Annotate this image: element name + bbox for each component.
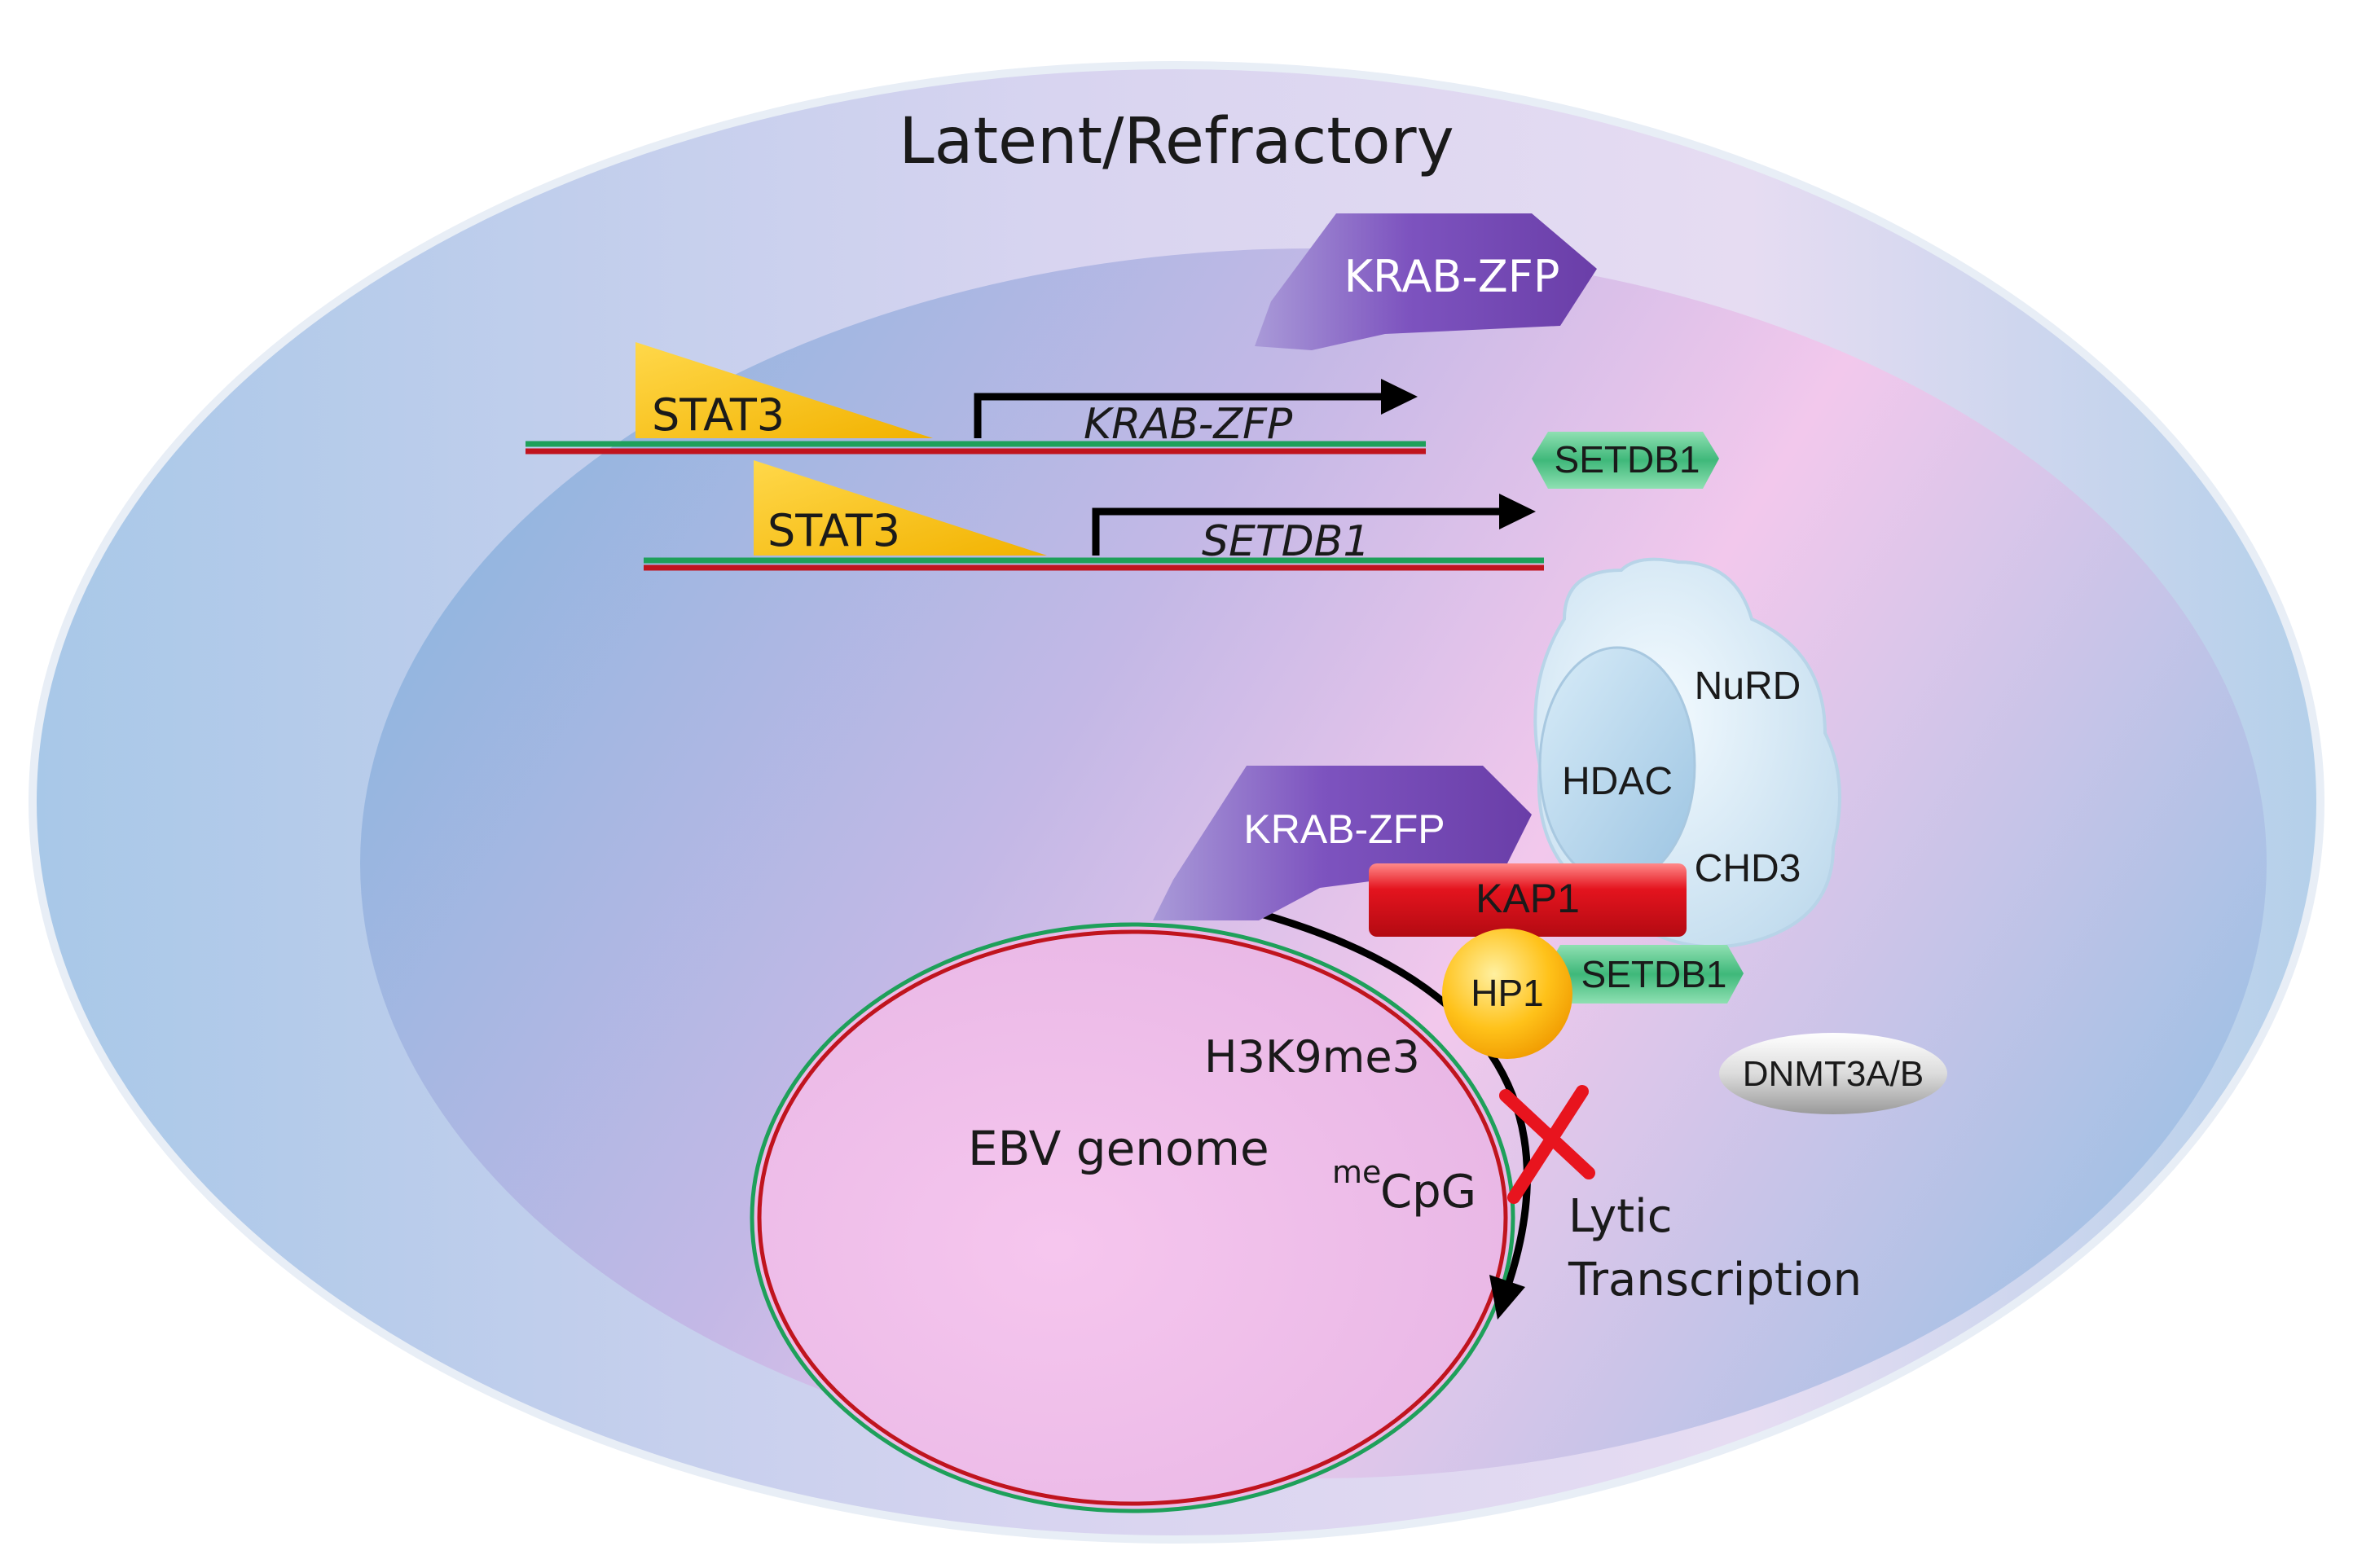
h3k9me3-label: H3K9me3: [1204, 1031, 1420, 1083]
krab-zfp-free-protein: KRAB-ZFP: [1255, 213, 1597, 350]
setdb1-bound-label: SETDB1: [1581, 953, 1727, 995]
chd3-label: CHD3: [1695, 847, 1801, 890]
krab-zfp-free-label: KRAB-ZFP: [1344, 251, 1560, 302]
lytic-label: Lytic: [1568, 1190, 1673, 1243]
transcription-label: Transcription: [1568, 1254, 1862, 1307]
transcription-arrow: [974, 393, 1385, 438]
kap1-label: KAP1: [1476, 876, 1580, 921]
stat3-triangle: [754, 460, 1047, 556]
dnmt3ab-label: DNMT3A/B: [1743, 1054, 1924, 1094]
setdb1-free-label: SETDB1: [1555, 438, 1700, 481]
kap1-protein: KAP1: [1369, 863, 1687, 937]
gene-name-krab-zfp: KRAB-ZFP: [1084, 400, 1293, 449]
setdb1-bound-protein: SETDB1: [1544, 945, 1744, 1004]
gene-setdb1: STAT3 SETDB1: [644, 460, 1544, 571]
nurd-complex: NuRD HDAC CHD3: [1533, 557, 1841, 949]
stat3-label: STAT3: [652, 389, 785, 441]
block-x-icon: [1499, 1085, 1595, 1204]
nurd-label: NuRD: [1695, 665, 1801, 708]
dnmt3ab-protein: DNMT3A/B: [1719, 1033, 1947, 1114]
stat3-triangle: [636, 342, 933, 438]
transcription-arrowhead: [1499, 494, 1536, 529]
hdac-label: HDAC: [1562, 760, 1673, 803]
ebv-genome: EBV genome H3K9me3 me CpG: [750, 922, 1515, 1513]
hp1-protein: HP1: [1442, 929, 1572, 1059]
transcription-arrow: [1092, 507, 1503, 556]
gene-name-setdb1: SETDB1: [1202, 517, 1370, 566]
mecpg-label: CpG: [1380, 1166, 1476, 1219]
setdb1-free-protein: SETDB1: [1532, 432, 1719, 489]
krab-zfp-bound-label: KRAB-ZFP: [1243, 806, 1445, 852]
gene-krab-zfp: STAT3 KRAB-ZFP: [526, 342, 1426, 455]
mecpg-superscript: me: [1332, 1154, 1381, 1190]
figure-title: Latent/Refractory: [899, 105, 1454, 178]
krab-zfp-bound-protein: KRAB-ZFP: [1153, 766, 1532, 920]
stat3-label: STAT3: [767, 505, 900, 556]
transcription-arrowhead: [1381, 379, 1418, 415]
hp1-label: HP1: [1471, 972, 1543, 1014]
ebv-genome-label: EBV genome: [968, 1121, 1269, 1176]
